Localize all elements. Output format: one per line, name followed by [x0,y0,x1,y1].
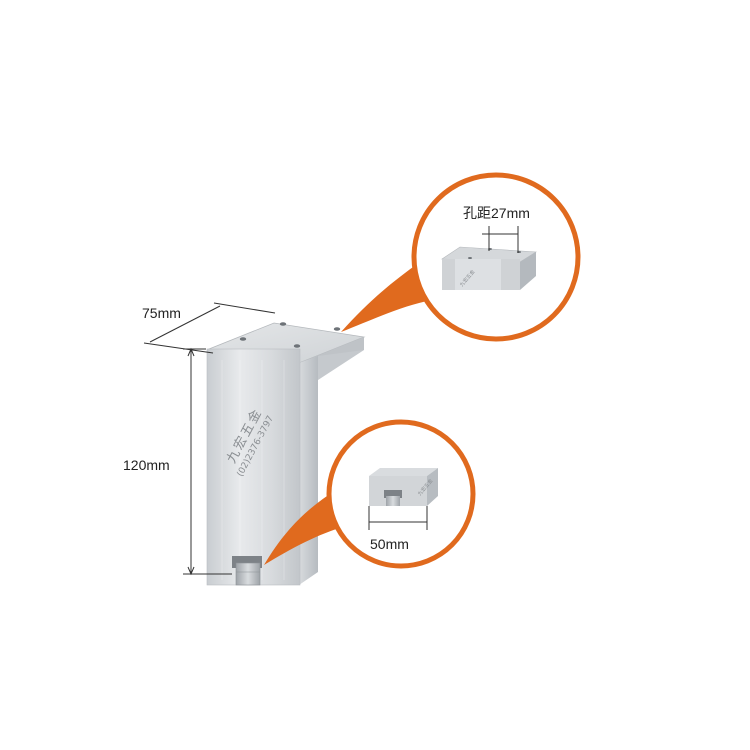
hole-spacing-label: 孔距27mm [463,205,530,221]
callout-pointer [341,262,432,332]
leg-top-brace [318,350,364,380]
mounting-holes [239,322,341,348]
adjustable-foot [232,556,262,586]
hole-spacing-dimension [482,226,519,253]
mounting-hole [293,344,301,348]
callout-pointer [264,490,346,565]
callout-top-detail: 九宏五金 孔距27mm [341,172,581,342]
width-dimension-label: 75mm [142,305,181,321]
dimension-75mm [143,302,276,354]
brushed-texture [221,360,285,580]
mounting-hole [239,337,247,341]
dimension-120mm [183,347,232,576]
base-dimension [368,506,428,530]
detail-foot-block-top [369,468,438,476]
detail-block-right [520,252,536,290]
callout-bottom-detail: 九宏五金 50mm [264,419,476,569]
height-dimension-label: 120mm [123,457,170,473]
leg-side-face [299,356,318,585]
base-dimension-label: 50mm [370,536,409,552]
mounting-hole [279,322,287,326]
mounting-hole [333,327,341,331]
